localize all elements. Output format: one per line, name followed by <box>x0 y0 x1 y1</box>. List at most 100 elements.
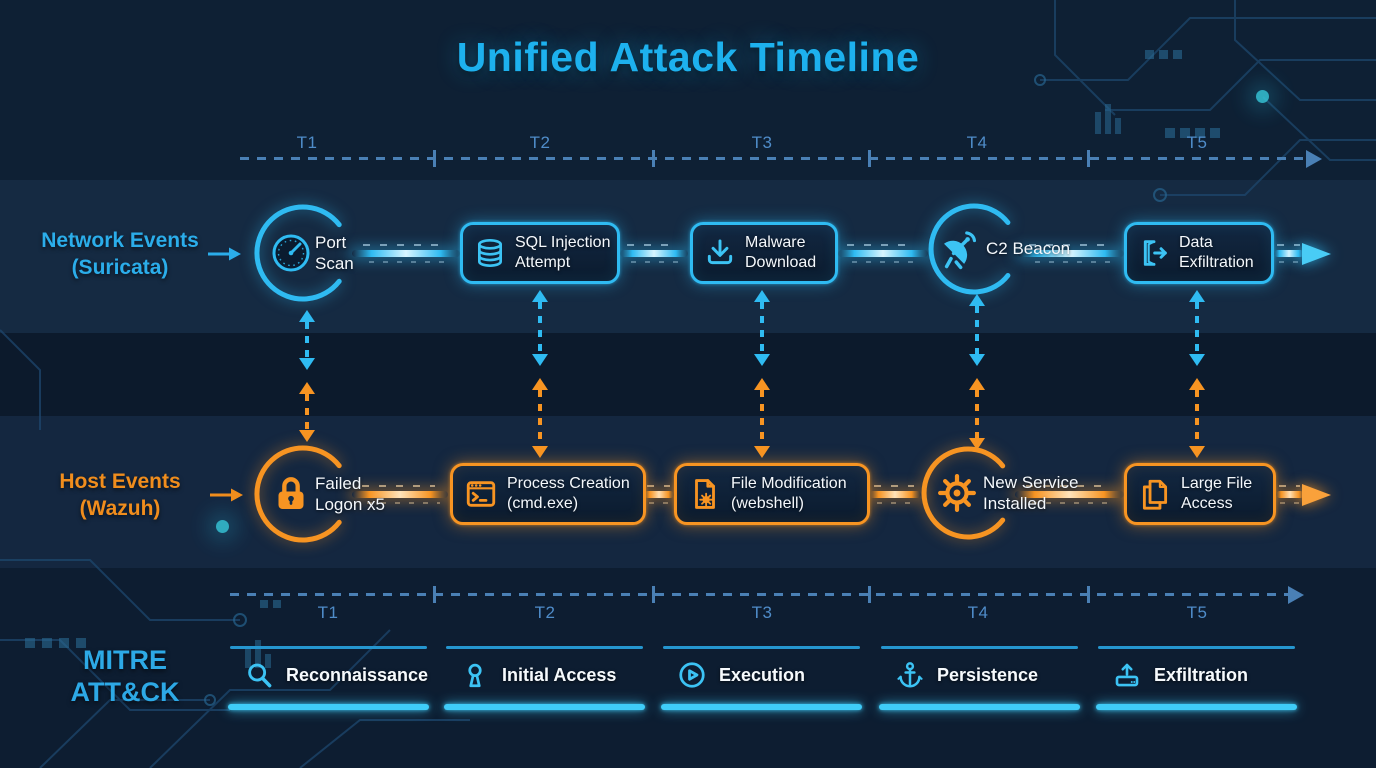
timeline-label-t3: T3 <box>751 133 773 152</box>
mitre-tactic-execution: Execution <box>661 646 862 710</box>
arrow-right-icon <box>208 247 241 261</box>
tactic-label: Persistence <box>937 664 1039 685</box>
tactic-label: Initial Access <box>502 664 617 685</box>
node-label: Large File Access <box>1181 475 1253 512</box>
timeline-top-line <box>240 157 1306 160</box>
download-icon <box>704 237 736 269</box>
tactic-bottom-bar <box>444 704 645 710</box>
timeline-label-t3: T3 <box>751 603 773 622</box>
connector-blue-dashed-arrow <box>753 290 770 366</box>
connector-blue-dashed-arrow <box>968 294 985 366</box>
tactic-label: Reconnaissance <box>286 664 429 685</box>
host-row-label: Host Events (Wazuh) <box>59 470 181 520</box>
node-ring <box>928 203 1011 295</box>
satellite-dish-icon <box>944 231 977 270</box>
timeline-tick <box>1087 586 1090 603</box>
timeline-tick <box>1087 150 1090 167</box>
host-node-process-creation: Process Creation (cmd.exe) <box>450 463 646 525</box>
node-label: Malware Download <box>745 234 817 271</box>
tactic-label: Execution <box>719 664 806 685</box>
lock-icon <box>278 477 304 509</box>
connector-orange-dashed-arrow <box>1188 378 1205 458</box>
timeline-label-t1: T1 <box>296 133 318 152</box>
network-node-malware-download: Malware Download <box>690 222 838 284</box>
middle-band <box>0 333 1376 416</box>
page-title: Unified Attack Timeline <box>456 34 920 80</box>
connector-orange-dashed-arrow <box>753 378 770 458</box>
network-flow-arrow-icon <box>1302 243 1331 265</box>
host-node-new-service: New Service Installed <box>913 438 1078 548</box>
host-beam <box>1015 485 1124 504</box>
play-circle-icon <box>677 660 707 690</box>
timeline-tick <box>652 586 655 603</box>
timeline-label-t5: T5 <box>1186 603 1208 622</box>
copy-files-icon <box>1138 477 1172 511</box>
upload-icon <box>1112 660 1142 690</box>
connector-orange-dashed-arrow <box>968 378 985 450</box>
timeline-bottom-line <box>230 593 1288 596</box>
host-beam <box>644 485 674 504</box>
node-label: Failed Logon x5 <box>315 474 385 514</box>
search-icon <box>244 660 274 690</box>
tactic-top-line <box>230 646 427 649</box>
gauge-icon <box>272 234 310 272</box>
timeline-label-t2: T2 <box>534 603 556 622</box>
node-ring <box>254 445 342 543</box>
timeline-label-t1: T1 <box>317 603 339 622</box>
keyhole-icon <box>460 660 490 690</box>
timeline-label-t2: T2 <box>529 133 551 152</box>
tactic-bottom-bar <box>228 704 429 710</box>
node-ring <box>921 446 1006 540</box>
door-exit-icon <box>1138 237 1170 269</box>
mitre-tactic-exfiltration: Exfiltration <box>1096 646 1297 710</box>
host-node-large-file-access: Large File Access <box>1124 463 1276 525</box>
connector-blue-dashed-arrow <box>298 310 315 370</box>
connector-blue-dashed-arrow <box>1188 290 1205 366</box>
host-beam <box>1276 485 1304 504</box>
timeline-tick <box>433 586 436 603</box>
tactic-top-line <box>1098 646 1295 649</box>
timeline-tick <box>652 150 655 167</box>
node-label: SQL Injection Attempt <box>515 234 611 271</box>
host-flow-arrow-icon <box>1302 484 1331 506</box>
host-beam <box>869 485 921 504</box>
timeline-tick <box>433 150 436 167</box>
mitre-tactic-reconnaissance: Reconnaissance <box>228 646 429 710</box>
terminal-icon <box>464 477 498 511</box>
node-label: Port Scan <box>315 233 354 273</box>
tactic-bottom-bar <box>879 704 1080 710</box>
connector-orange-dashed-arrow <box>298 382 315 442</box>
file-bug-icon <box>688 477 722 511</box>
timeline-tick <box>868 586 871 603</box>
timeline-label-t4: T4 <box>967 603 989 622</box>
timeline-arrow-icon <box>1306 150 1322 168</box>
host-node-failed-logon: Failed Logon x5 <box>245 436 385 552</box>
network-node-data-exfiltration: Data Exfiltration <box>1124 222 1274 284</box>
connector-orange-dashed-arrow <box>531 378 548 458</box>
node-label: File Modification (webshell) <box>731 475 847 512</box>
node-label: C2 Beacon <box>986 239 1071 258</box>
arrow-right-icon <box>210 488 243 502</box>
connector-blue-dashed-arrow <box>531 290 548 366</box>
network-beam <box>1018 244 1124 263</box>
network-beam <box>352 244 460 263</box>
tactic-top-line <box>663 646 860 649</box>
anchor-icon <box>895 660 925 690</box>
glow-dot <box>1256 90 1269 103</box>
glow-dot <box>216 520 229 533</box>
host-node-file-modification: File Modification (webshell) <box>674 463 870 525</box>
network-row-label: Network Events (Suricata) <box>41 229 199 279</box>
timeline-label-t5: T5 <box>1186 133 1208 152</box>
database-icon <box>474 237 506 269</box>
tactic-bottom-bar <box>1096 704 1297 710</box>
timeline-label-t4: T4 <box>966 133 988 152</box>
tactic-bottom-bar <box>661 704 862 710</box>
network-beam <box>838 244 928 263</box>
network-node-c2-beacon: C2 Beacon <box>922 197 1070 301</box>
node-ring <box>254 204 342 302</box>
mitre-tactic-persistence: Persistence <box>879 646 1080 710</box>
network-beam <box>620 244 688 263</box>
network-node-sql-injection: SQL Injection Attempt <box>460 222 620 284</box>
tactic-top-line <box>446 646 643 649</box>
